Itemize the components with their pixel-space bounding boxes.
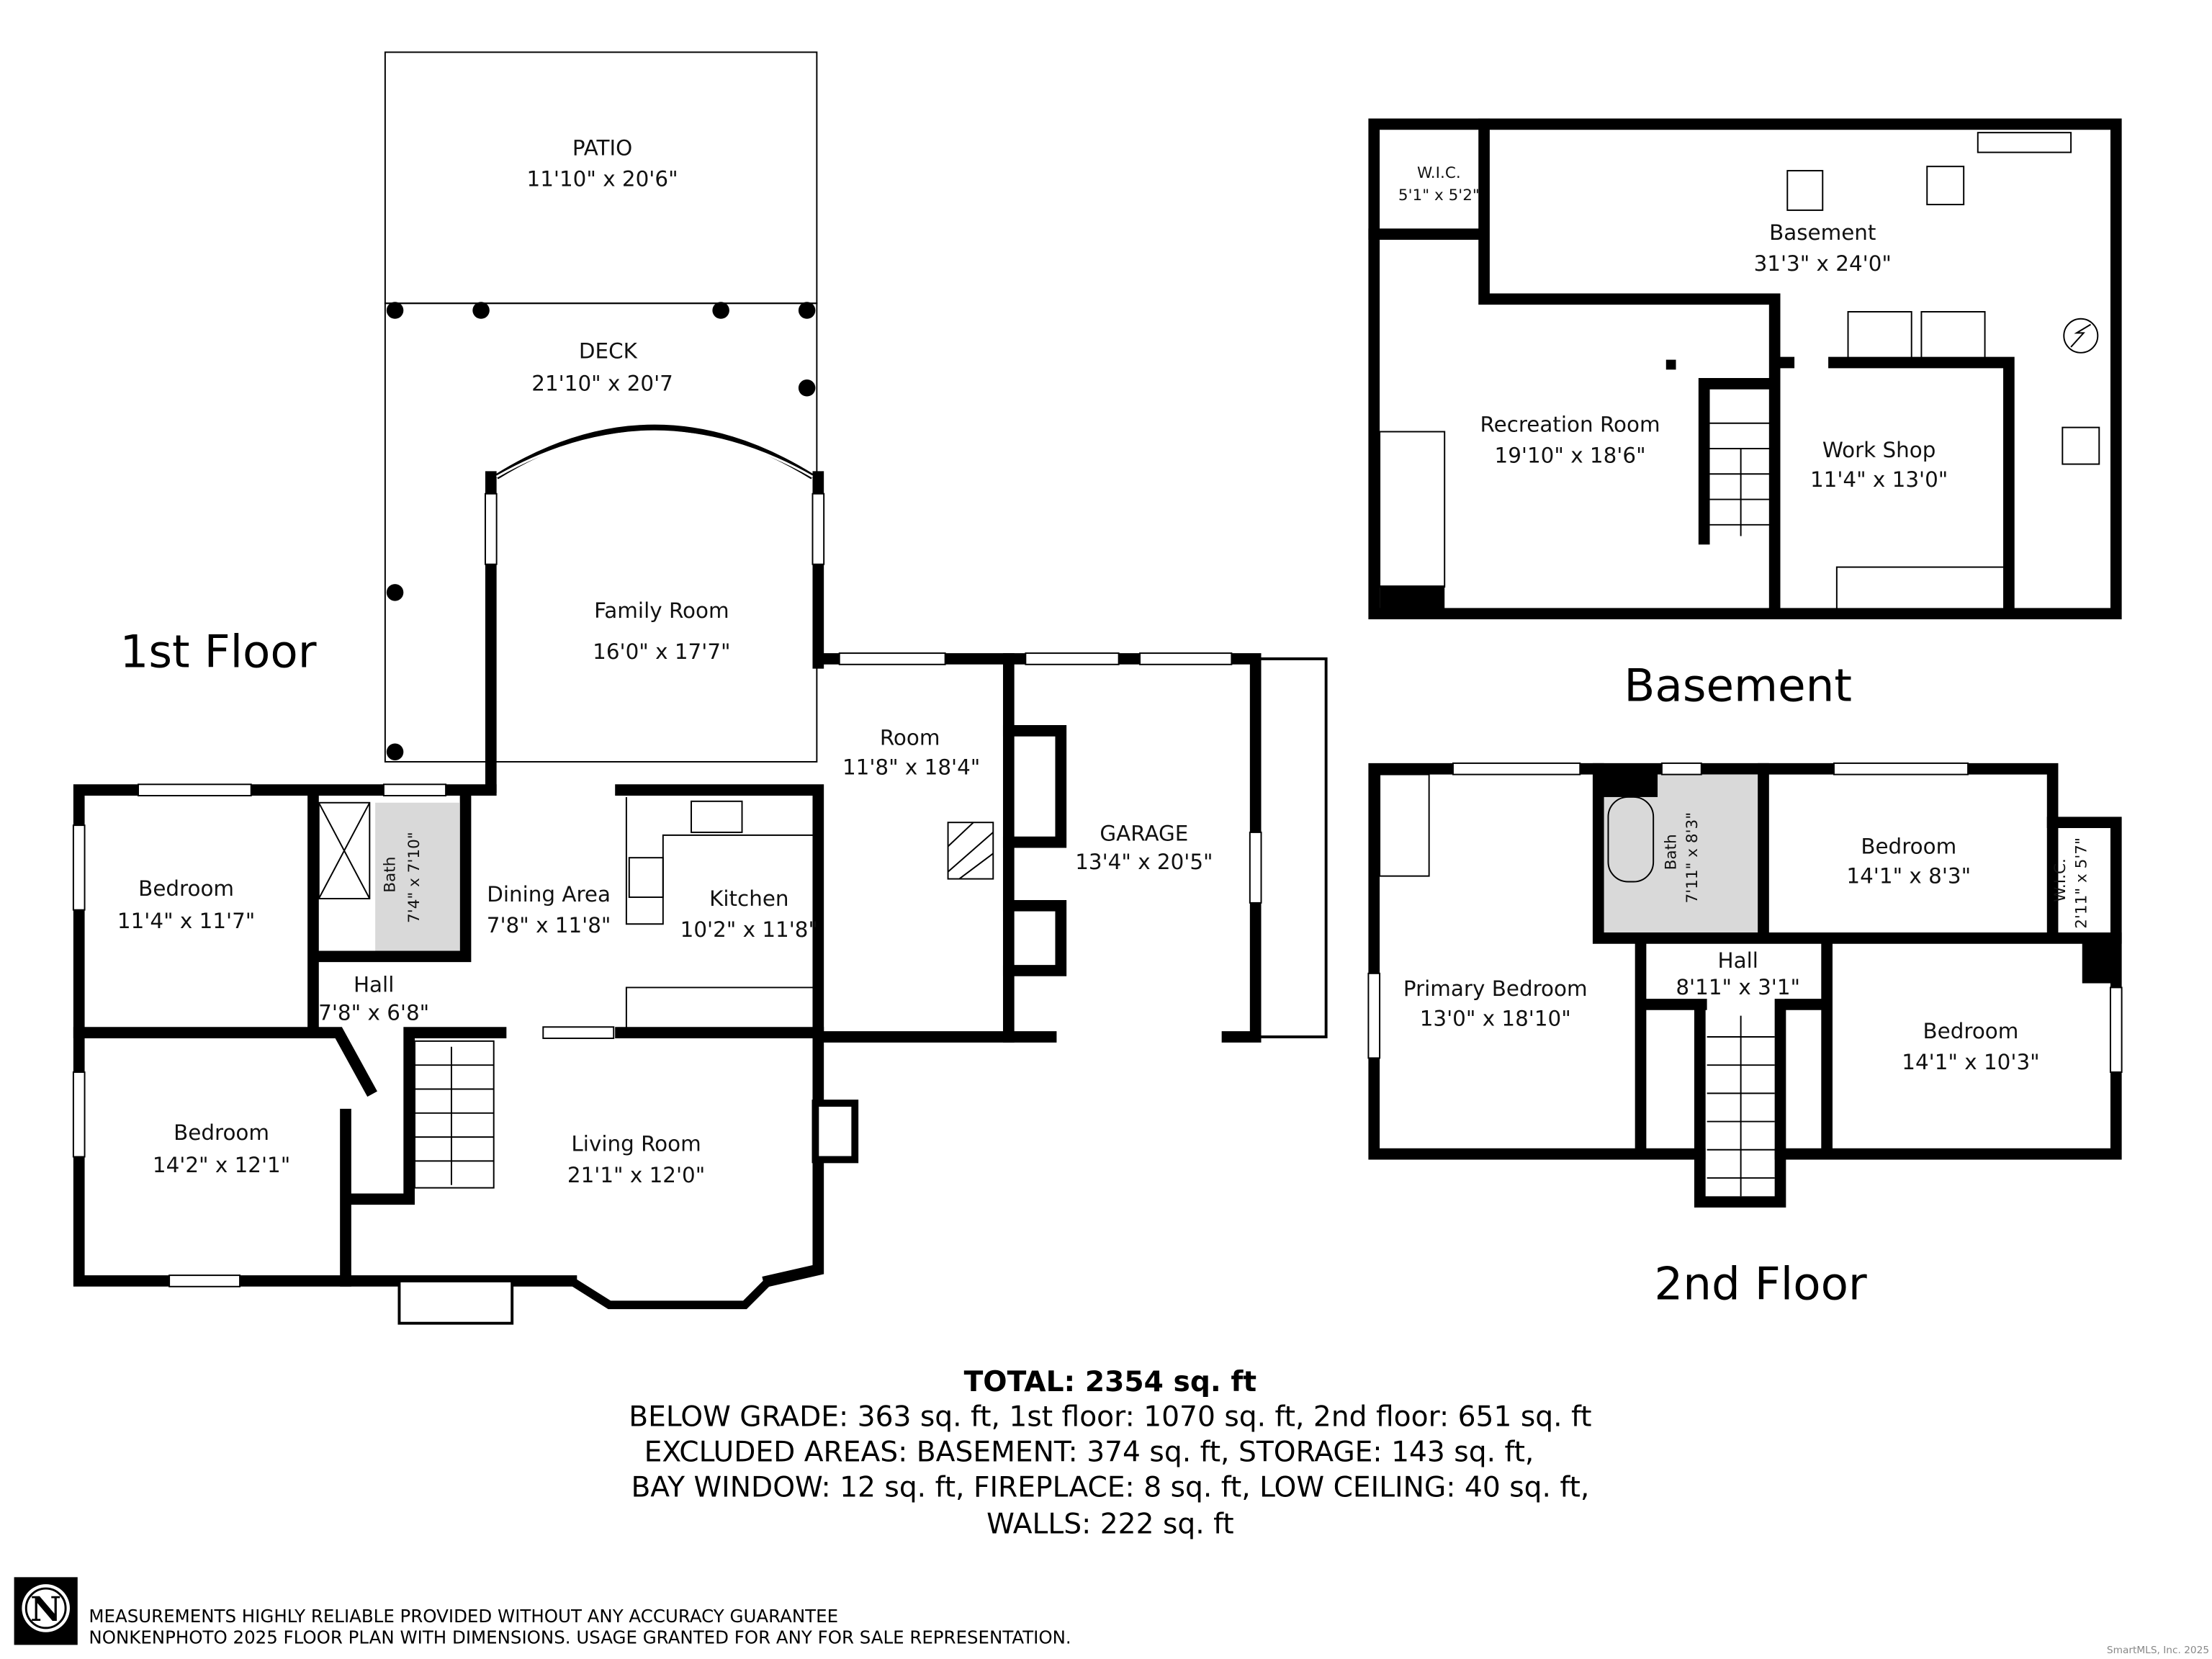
total-label: TOTAL: bbox=[964, 1366, 1076, 1398]
shower bbox=[318, 801, 371, 899]
basement-wic-label: W.I.C. bbox=[1417, 164, 1461, 182]
patio-label: PATIO bbox=[572, 136, 632, 161]
closet bbox=[1379, 773, 1430, 877]
total-value: 2354 sq. ft bbox=[1085, 1366, 1256, 1398]
basement-plan: Basement W.I.C. 5'1" x 5'2" Basement 31'… bbox=[1368, 118, 2122, 712]
bathtub bbox=[1607, 796, 1655, 883]
floor-title-basement: Basement bbox=[1624, 660, 1852, 712]
support-column bbox=[1665, 359, 1676, 370]
basement-dims: 31'3" x 24'0" bbox=[1754, 251, 1892, 276]
interior-walls bbox=[73, 791, 824, 1287]
primary-bedroom-dims: 13'0" x 18'10" bbox=[1420, 1006, 1571, 1030]
wic-2-label: W.I.C. bbox=[2051, 858, 2069, 902]
basement-interior-walls bbox=[1368, 118, 2015, 616]
stairs-basement bbox=[1709, 422, 1772, 536]
room-label: Room bbox=[880, 725, 940, 750]
bath-corner-block bbox=[1601, 771, 1658, 797]
fireplace-room bbox=[947, 822, 994, 880]
second-floor-plan: 2nd Floor Bath 7'11" x 8'3" Bedroom 14'1… bbox=[1367, 762, 2123, 1310]
summary-line-2: EXCLUDED AREAS: BASEMENT: 374 sq. ft, ST… bbox=[644, 1437, 1534, 1469]
summary-line-1: BELOW GRADE: 363 sq. ft, 1st floor: 1070… bbox=[629, 1401, 1591, 1434]
footer: N MEASUREMENTS HIGHLY RELIABLE PROVIDED … bbox=[14, 1577, 2209, 1656]
watermark: SmartMLS, Inc. 2025 bbox=[2107, 1645, 2209, 1656]
stairs-second-floor bbox=[1707, 1015, 1775, 1197]
deck-posts bbox=[386, 302, 816, 760]
windows bbox=[72, 493, 1262, 1287]
kitchen-counter bbox=[625, 796, 823, 1031]
work-shop-dims: 11'4" x 13'0" bbox=[1810, 467, 1948, 492]
basement-corner-block bbox=[1380, 585, 1445, 611]
bay-window-arch bbox=[495, 424, 814, 480]
bath-floor bbox=[375, 802, 460, 951]
disclaimer-line-2: NONKENPHOTO 2025 FLOOR PLAN WITH DIMENSI… bbox=[89, 1627, 1071, 1647]
family-room-dims: 16'0" x 17'7" bbox=[593, 639, 730, 664]
first-floor-exterior-walls bbox=[73, 653, 1015, 1288]
floor-title-second: 2nd Floor bbox=[1654, 1257, 1867, 1310]
front-stoop bbox=[397, 1279, 514, 1325]
summary-line-3: BAY WINDOW: 12 sq. ft, FIREPLACE: 8 sq. … bbox=[631, 1472, 1589, 1504]
bedroom-2-label: Bedroom bbox=[174, 1120, 269, 1145]
second-floor-interior-walls bbox=[1592, 763, 2122, 1160]
electrical-panel-icon bbox=[2063, 318, 2099, 354]
patio-dims: 11'10" x 20'6" bbox=[527, 167, 678, 192]
garage-walls bbox=[1002, 653, 1262, 1043]
fireplace-living bbox=[811, 1100, 859, 1164]
basement-exterior-walls bbox=[1368, 118, 2122, 620]
bath-floor-2 bbox=[1604, 774, 1758, 933]
bedroom-upper-2-label: Bedroom bbox=[1923, 1019, 2019, 1043]
garage-dims: 13'4" x 20'5" bbox=[1075, 850, 1213, 874]
storage-strip bbox=[1254, 657, 1328, 1038]
kitchen-dims: 10'2" x 11'8" bbox=[680, 917, 818, 942]
area-summary: TOTAL: 2354 sq. ft BELOW GRADE: 363 sq. … bbox=[629, 1366, 1591, 1541]
room-dims: 11'8" x 18'4" bbox=[842, 755, 980, 780]
basement-fixtures bbox=[1379, 132, 2100, 611]
recreation-room-dims: 19'10" x 18'6" bbox=[1495, 444, 1646, 468]
summary-line-4: WALLS: 222 sq. ft bbox=[986, 1509, 1233, 1541]
bedroom-2-dims: 14'2" x 12'1" bbox=[153, 1153, 290, 1177]
living-room-dims: 21'1" x 12'0" bbox=[567, 1163, 705, 1187]
floor-title-first: 1st Floor bbox=[120, 626, 317, 678]
stairs-first-floor bbox=[414, 1040, 495, 1189]
family-room-label: Family Room bbox=[594, 598, 729, 623]
windows-second-floor bbox=[1367, 762, 2123, 1073]
hall-label: Hall bbox=[354, 972, 394, 997]
bedroom-corner-block bbox=[2082, 940, 2113, 984]
deck-label: DECK bbox=[579, 339, 638, 364]
recreation-room-label: Recreation Room bbox=[1480, 413, 1660, 437]
hall-2-label: Hall bbox=[1718, 948, 1758, 973]
first-floor-plan: 1st Floor PATIO 11'10" x 20'6" DECK 21'1… bbox=[72, 51, 1328, 1325]
logo-letter: N bbox=[30, 1590, 61, 1629]
family-room-walls bbox=[485, 471, 824, 793]
wic-2-dims: 2'11" x 5'7" bbox=[2073, 837, 2091, 929]
bath-2-label: Bath bbox=[1663, 834, 1681, 870]
bedroom-upper-2-dims: 14'1" x 10'3" bbox=[1902, 1050, 2039, 1074]
primary-bedroom-label: Primary Bedroom bbox=[1403, 976, 1588, 1001]
dining-area-dims: 7'8" x 11'8" bbox=[487, 913, 611, 938]
bath-dims: 7'4" x 7'10" bbox=[405, 832, 423, 923]
disclaimer-line-1: MEASUREMENTS HIGHLY RELIABLE PROVIDED WI… bbox=[89, 1606, 838, 1627]
bedroom-upper-1-dims: 14'1" x 8'3" bbox=[1846, 863, 1971, 888]
work-shop-label: Work Shop bbox=[1822, 438, 1936, 462]
sink bbox=[691, 800, 743, 833]
dining-area-label: Dining Area bbox=[487, 882, 611, 907]
bath-2-dims: 7'11" x 8'3" bbox=[1683, 812, 1701, 904]
kitchen-label: Kitchen bbox=[709, 886, 788, 911]
bedroom-1-dims: 11'4" x 11'7" bbox=[117, 909, 255, 933]
deck-dims: 21'10" x 20'7 bbox=[531, 372, 673, 396]
hall-2-dims: 8'11" x 3'1" bbox=[1676, 975, 1800, 999]
bay-window bbox=[569, 1277, 772, 1310]
basement-label: Basement bbox=[1769, 220, 1876, 245]
bath-label: Bath bbox=[382, 857, 400, 893]
basement-wic-dims: 5'1" x 5'2" bbox=[1398, 186, 1480, 204]
bedroom-upper-1-label: Bedroom bbox=[1861, 834, 1956, 858]
bedroom-1-label: Bedroom bbox=[138, 876, 234, 901]
hall-dims: 7'8" x 6'8" bbox=[318, 1000, 429, 1025]
garage-label: GARAGE bbox=[1100, 822, 1188, 846]
stove bbox=[628, 857, 664, 899]
living-room-label: Living Room bbox=[571, 1132, 701, 1156]
total-area: TOTAL: 2354 sq. ft bbox=[964, 1366, 1257, 1398]
